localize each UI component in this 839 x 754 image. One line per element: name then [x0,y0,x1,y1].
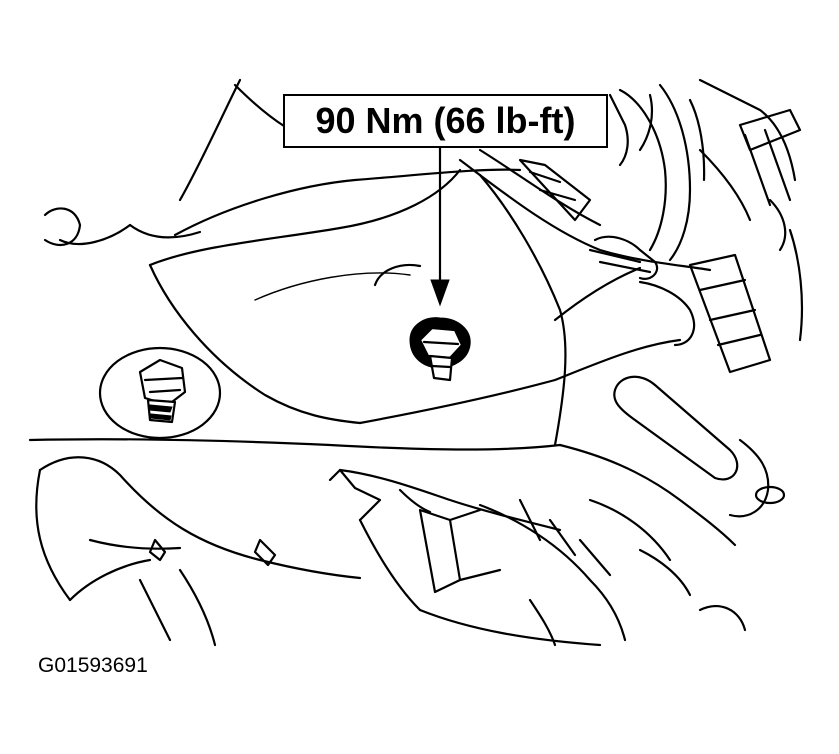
arrowhead [430,279,450,307]
leader-arrow [430,146,450,307]
left-bolt [98,346,222,440]
torque-label: 90 Nm (66 lb-ft) [315,100,576,141]
torque-callout: 90 Nm (66 lb-ft) [283,94,608,148]
control-arm [28,168,739,547]
steering-linkage [458,78,804,632]
heat-shield [35,456,692,647]
figure-number: G01593691 [38,654,148,677]
center-nut [409,317,471,382]
